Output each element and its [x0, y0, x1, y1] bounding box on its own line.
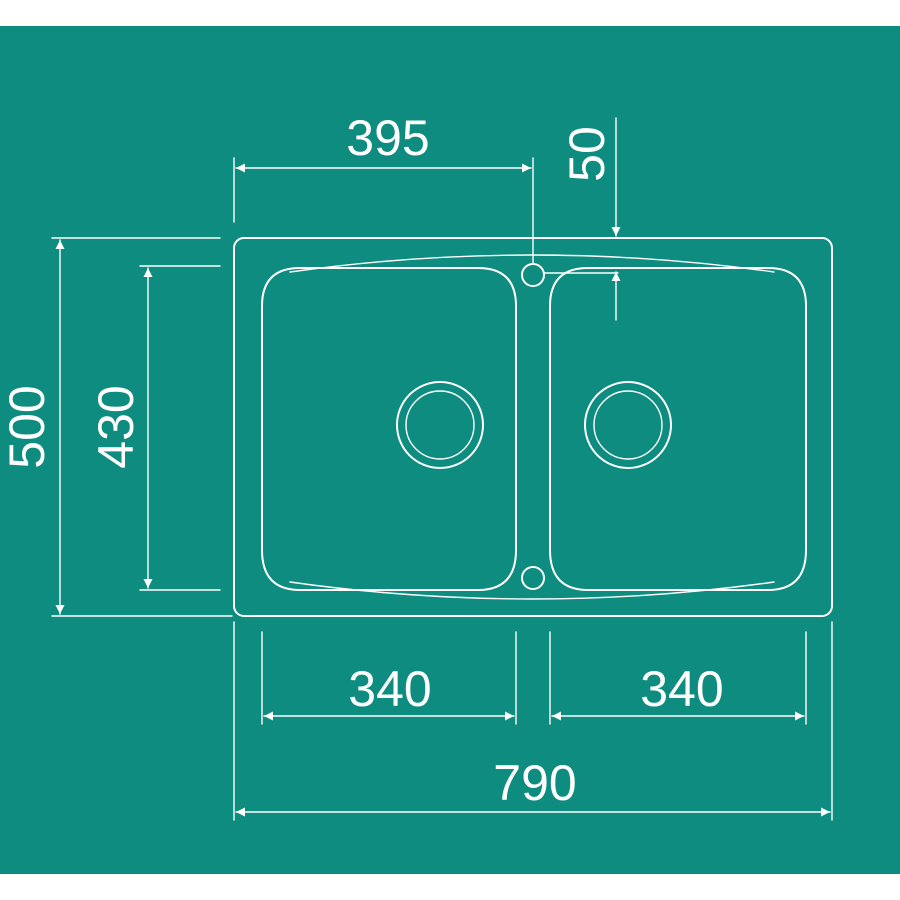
- right-bowl: [549, 267, 807, 591]
- right-drain: [584, 381, 672, 469]
- dimension-bowl-depth: 430: [88, 265, 221, 591]
- dimension-left-bowl-width: 340: [261, 631, 517, 725]
- dimension-label-340-right: 340: [640, 661, 723, 717]
- dimension-right-bowl-width: 340: [549, 631, 807, 725]
- dimension-label-430: 430: [88, 385, 144, 468]
- dimension-label-790: 790: [493, 755, 576, 811]
- dimension-overall-width: 790: [233, 621, 833, 821]
- dimension-label-50: 50: [559, 126, 615, 182]
- left-bowl: [261, 267, 517, 591]
- dimension-overall-depth: 500: [0, 237, 233, 617]
- dimension-label-340-left: 340: [348, 661, 431, 717]
- overflow-hole: [521, 566, 545, 590]
- left-drain: [396, 381, 484, 469]
- sink-rim-top: [289, 254, 775, 273]
- dimension-ledge: 50: [543, 117, 621, 321]
- dimension-label-500: 500: [0, 385, 55, 468]
- dimension-half-width: 395: [233, 110, 534, 265]
- dimension-label-395: 395: [346, 110, 429, 166]
